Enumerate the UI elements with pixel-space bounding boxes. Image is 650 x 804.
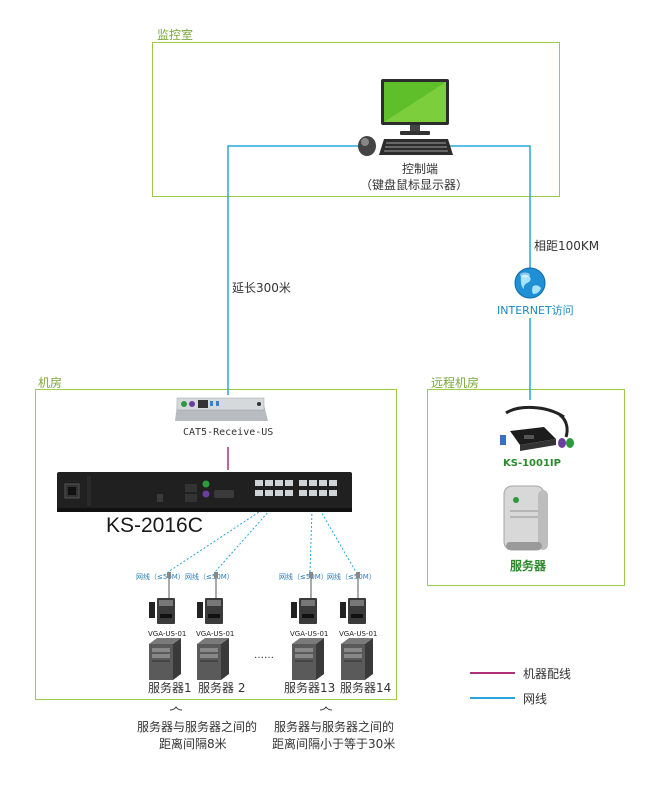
dotted-cable-2: [214, 509, 271, 573]
legend-machine-cable-label: 机器配线: [523, 667, 572, 681]
cable-plug-icon-14: [356, 572, 360, 600]
cable-plug-icon-1: [167, 572, 171, 600]
monitor-room-zone: [152, 42, 560, 197]
dotted-cable-13: [309, 509, 313, 573]
monitor-room-label: 监控室: [157, 28, 194, 42]
distance-label: 相距100KM: [534, 239, 600, 253]
adapter-icon-1: [149, 598, 175, 624]
remote-server-icon: [503, 485, 548, 551]
internet-globe-icon: [514, 267, 546, 299]
extension-label: 延长300米: [232, 281, 291, 295]
left-brace: [169, 706, 183, 711]
cable-plug-icon-2: [214, 572, 218, 600]
spacing-note-left-line2: 距离间隔8米: [159, 737, 227, 751]
internet-label: INTERNET访问: [497, 304, 574, 317]
adapter-icon-2: [197, 598, 223, 624]
remote-room-zone: [427, 389, 625, 586]
kvm-switch-icon: [57, 472, 352, 512]
cable-plug-icon-13: [309, 572, 313, 600]
remote-room-label: 远程机房: [431, 376, 480, 390]
kvm-switch-label: KS-2016C: [106, 514, 203, 537]
right-brace: [319, 706, 333, 711]
adapter-label-2: VGA-US-01: [196, 630, 235, 638]
cable-note-13: 网线（≤50M）: [279, 573, 328, 581]
adapter-label-14: VGA-US-01: [339, 630, 378, 638]
server-label-1: 服务器1: [148, 681, 192, 695]
receiver-label: CAT5-Receive-US: [183, 427, 274, 438]
cable-note-2: 网线（≤50M）: [185, 573, 234, 581]
adapter-icon-13: [291, 598, 317, 624]
adapter-label-13: VGA-US-01: [290, 630, 329, 638]
server-tower-icon-13: [292, 638, 324, 680]
machine-room-zone: [35, 389, 397, 700]
adapter-label-1: VGA-US-01: [148, 630, 187, 638]
distance-line: [445, 145, 531, 268]
keyboard-icon: [379, 139, 453, 155]
monitor-icon: [381, 79, 449, 135]
spacing-note-right-line2: 距离间隔小于等于30米: [272, 737, 396, 751]
dotted-cable-14: [319, 509, 357, 573]
server-tower-icon-2: [197, 638, 229, 680]
adapter-icon-14: [340, 598, 366, 624]
console-label: 控制端: [402, 162, 439, 176]
cable-note-1: 网线（≤50M）: [136, 573, 185, 581]
cable-note-14: 网线（≤50M）: [327, 573, 376, 581]
ip-module-icon: [500, 405, 574, 451]
machine-room-label: 机房: [38, 376, 63, 390]
mouse-icon: [358, 136, 376, 156]
console-sublabel: （键盘鼠标显示器）: [360, 178, 469, 192]
server-label-14: 服务器14: [340, 681, 392, 695]
server-tower-icon-14: [341, 638, 373, 680]
server-label-13: 服务器13: [284, 681, 336, 695]
server-label-2: 服务器 2: [198, 681, 246, 695]
ellipsis: ……: [254, 650, 274, 661]
receiver-device-icon: [175, 397, 268, 421]
legend-network-cable-label: 网线: [523, 692, 548, 706]
extension-line: [227, 145, 360, 395]
spacing-note-left-line1: 服务器与服务器之间的: [137, 720, 258, 734]
server-tower-icon-1: [149, 638, 181, 680]
dotted-cable-1: [167, 509, 263, 573]
remote-server-label: 服务器: [510, 559, 547, 573]
spacing-note-right-line1: 服务器与服务器之间的: [274, 720, 395, 734]
ip-module-label: KS-1001IP: [503, 458, 561, 469]
